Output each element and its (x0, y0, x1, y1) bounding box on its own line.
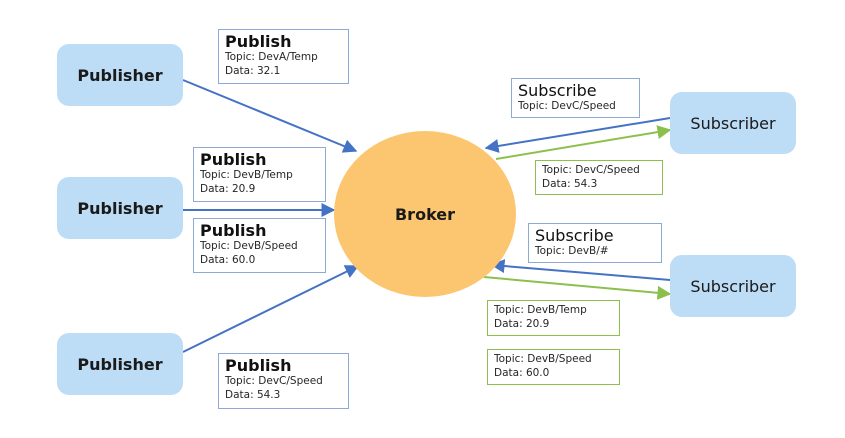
message-type: Publish (225, 32, 292, 51)
arrow-broker-to-subscriber2 (483, 276, 672, 300)
message-topic: Topic: DevB/Temp (494, 304, 587, 316)
delivered-message-devb-temp: Topic: DevB/Temp Data: 20.9 (487, 300, 620, 336)
arrow-publisher1-to-broker (182, 79, 358, 153)
message-topic: Topic: DevB/# (535, 245, 609, 258)
broker-label: Broker (394, 204, 456, 224)
publisher-node-1[interactable]: Publisher (57, 44, 183, 106)
message-topic: Topic: DevB/Speed (200, 240, 298, 253)
arrow-subscriber1-to-broker (484, 117, 671, 153)
message-data: Data: 60.0 (200, 254, 256, 267)
message-topic: Topic: DevB/Temp (200, 169, 293, 182)
message-data: Data: 32.1 (225, 65, 281, 78)
subscriber-node-1[interactable]: Subscriber (670, 92, 796, 154)
message-type: Subscribe (535, 226, 614, 245)
delivered-message-devb-speed: Topic: DevB/Speed Data: 60.0 (487, 349, 620, 385)
broker-node[interactable]: Broker (334, 131, 516, 297)
subscriber-node-2[interactable]: Subscriber (670, 255, 796, 317)
arrow-broker-to-subscriber1 (495, 125, 672, 160)
message-data: Data: 54.3 (225, 389, 281, 402)
message-type: Publish (200, 221, 267, 240)
message-type: Publish (225, 356, 292, 375)
message-data: Data: 60.0 (494, 366, 550, 379)
publisher-node-2[interactable]: Publisher (57, 177, 183, 239)
message-data: Data: 20.9 (494, 317, 550, 330)
publish-message-devc-speed: Publish Topic: DevC/Speed Data: 54.3 (218, 353, 349, 409)
subscribe-message-devb-wildcard: Subscribe Topic: DevB/# (528, 223, 662, 263)
message-topic: Topic: DevB/Speed (494, 353, 592, 365)
message-data: Data: 54.3 (542, 177, 598, 190)
arrow-publisher3-to-broker (182, 265, 360, 353)
message-topic: Topic: DevC/Speed (542, 164, 640, 176)
arrow-subscriber2-to-broker (490, 259, 671, 281)
message-topic: Topic: DevC/Speed (225, 375, 323, 388)
subscribe-message-devc-speed: Subscribe Topic: DevC/Speed (511, 78, 640, 118)
publish-message-devb-speed: Publish Topic: DevB/Speed Data: 60.0 (193, 218, 326, 273)
message-topic: Topic: DevA/Temp (225, 51, 318, 64)
publish-message-devb-temp: Publish Topic: DevB/Temp Data: 20.9 (193, 147, 326, 202)
message-type: Publish (200, 150, 267, 169)
message-data: Data: 20.9 (200, 183, 256, 196)
message-type: Subscribe (518, 81, 597, 100)
publisher-node-3[interactable]: Publisher (57, 333, 183, 395)
delivered-message-devc-speed: Topic: DevC/Speed Data: 54.3 (535, 160, 663, 195)
message-topic: Topic: DevC/Speed (518, 100, 616, 113)
publish-message-deva-temp: Publish Topic: DevA/Temp Data: 32.1 (218, 29, 349, 84)
